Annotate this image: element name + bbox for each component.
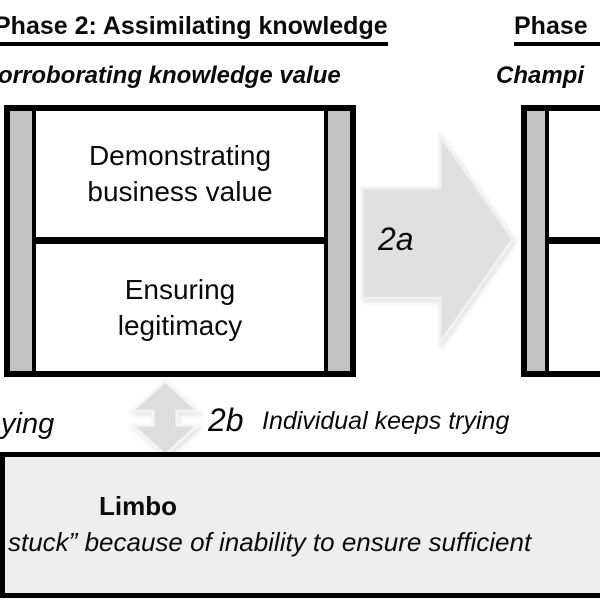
phase2-subtitle: orroborating knowledge value bbox=[0, 62, 341, 89]
arrow-right-icon bbox=[360, 130, 515, 348]
limbo-box: Limbo stuck” because of inability to ens… bbox=[0, 452, 600, 598]
transition-2b-label: 2b bbox=[208, 402, 244, 438]
assimilating-process-box: Demonstrating business value Ensuring le… bbox=[4, 105, 356, 377]
up-down-arrow-icon bbox=[130, 378, 200, 458]
phase3-subtitle: Champi bbox=[496, 62, 585, 89]
transition-2a-label: 2a bbox=[378, 221, 414, 257]
cell-bottom-label: Ensuring legitimacy bbox=[117, 273, 243, 341]
championing-process-box bbox=[521, 105, 600, 377]
box-divider-line bbox=[36, 237, 324, 244]
limbo-title: Limbo bbox=[99, 491, 177, 521]
cell-demonstrating-business-value: Demonstrating business value bbox=[36, 111, 324, 237]
phase3-title: Phase bbox=[514, 12, 600, 46]
cell-ensuring-legitimacy: Ensuring legitimacy bbox=[36, 244, 324, 371]
phase2-title: Phase 2: Assimilating knowledge bbox=[0, 12, 388, 46]
caption-individual-keeps-trying: Individual keeps trying bbox=[262, 407, 510, 435]
cell-top-label: Demonstrating business value bbox=[87, 140, 273, 207]
caption-left-fragment: ying bbox=[1, 408, 55, 440]
left-gray-bar bbox=[10, 111, 36, 371]
right-gray-bar bbox=[324, 111, 350, 371]
left-gray-bar bbox=[527, 111, 549, 371]
box-divider-line bbox=[549, 237, 600, 244]
limbo-description: stuck” because of inability to ensure su… bbox=[8, 527, 532, 557]
